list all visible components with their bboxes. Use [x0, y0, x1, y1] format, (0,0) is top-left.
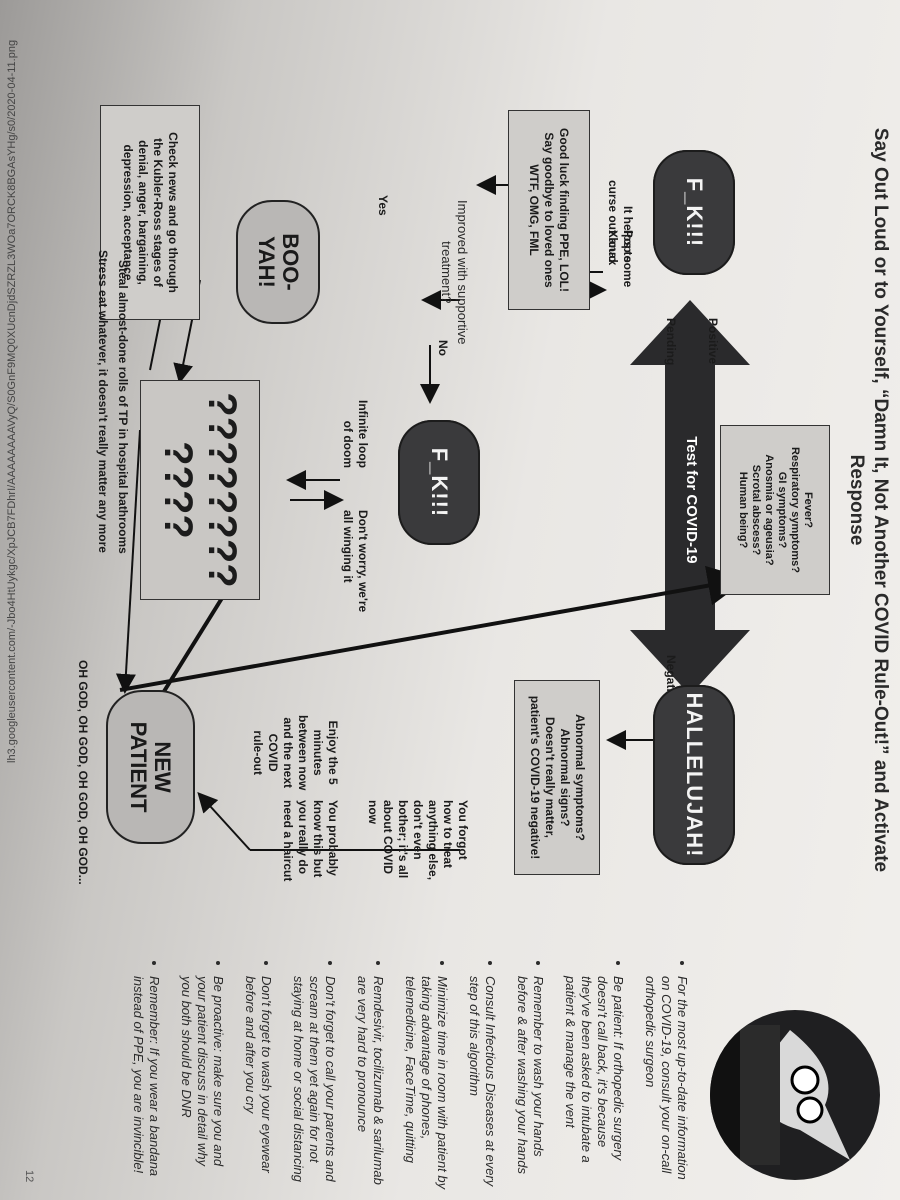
sidebar-tip: Don't forget to call your parents and sc…	[290, 976, 338, 1190]
fk-loop-node: F_K!!!	[398, 420, 480, 545]
haircut-text: You probably know this but you really do…	[281, 800, 340, 882]
sidebar-tip: Be proactive: make sure you and your pat…	[178, 976, 226, 1190]
xanax-text: Pop some Xanax	[606, 230, 635, 288]
test-label: Test for COVID-19	[683, 436, 700, 564]
label-pending: Pending	[664, 318, 678, 366]
plague-doctor-icon	[710, 1010, 880, 1180]
infinite-loop-text: Infinite loop of doom	[341, 400, 370, 468]
sidebar-tip: Don't forget to wash your eyewear before…	[242, 976, 274, 1190]
ppe-box: Good luck finding PPE, LOL! Say goodbye …	[508, 110, 590, 310]
sidebar-tip: Remember: If you wear a bandana instead …	[130, 976, 162, 1190]
oh-god-text: OH GOD, OH GOD, OH GOD, OH GOD...	[76, 660, 90, 885]
page-number: 12	[23, 1170, 35, 1183]
steal-tp-text: Steal almost-done rolls of TP in hospita…	[116, 260, 130, 554]
sidebar-tip: Consult Infectious Diseases at every ste…	[466, 976, 498, 1190]
question-marks-box: ???????? ????	[140, 380, 260, 600]
sidebar-tip: Remdesivir, tocilizumab & sarilumab are …	[354, 976, 386, 1190]
hallelujah-node: HALLELUJAH!	[653, 685, 735, 865]
sidebar-tip: Remember to wash your hands before & aft…	[514, 976, 546, 1190]
test-double-arrow	[630, 300, 750, 695]
label-yes: Yes	[376, 195, 390, 216]
label-positive: Positive	[706, 318, 720, 365]
sidebar-tip: Minimize time in room with patient by ta…	[402, 976, 450, 1190]
fk-positive-node: F_K!!!	[653, 150, 735, 275]
symptom-box: Fever? Respiratory symptoms? GI symptoms…	[720, 425, 830, 595]
abnormal-box: Abnormal symptoms? Abnormal signs? Doesn…	[514, 680, 600, 875]
enjoy-text: Enjoy the 5 minutes between now and the …	[251, 715, 340, 791]
new-patient-node: NEW PATIENT	[106, 690, 195, 844]
label-no: No	[436, 340, 450, 356]
winging-text: Don't worry, we're all winging it	[341, 510, 370, 613]
boo-yah-node: BOO- YAH!	[236, 200, 320, 324]
you-forgot-text: You forgot how to treat anything else, d…	[366, 800, 470, 881]
sidebar-tip: Be patient: If orthopedic surgery doesn'…	[562, 976, 626, 1190]
sidebar-tips: For the most up-to-date information on C…	[114, 960, 690, 1190]
stress-eat-text: Stress eat whatever, it doesn't really m…	[96, 250, 110, 553]
improved-question: Improved with supportive treatment?	[439, 200, 470, 345]
sidebar-tip: For the most up-to-date information on C…	[642, 976, 690, 1190]
